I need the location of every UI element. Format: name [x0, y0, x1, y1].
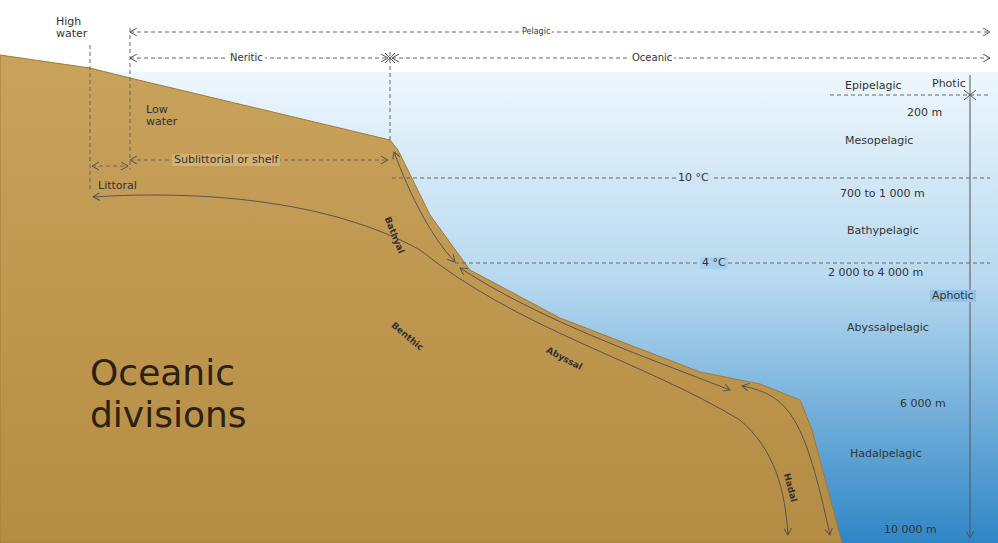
depth-value: 10 000 m	[882, 524, 939, 536]
diagram-title: Oceanic divisions	[90, 352, 350, 436]
depth-value: 700 to 1 000 m	[838, 188, 927, 200]
zone-label: Sublittorial or shelf	[172, 154, 280, 166]
water-mark-label: High water	[54, 16, 98, 40]
depth-zone-label: Mesopelagic	[843, 135, 915, 147]
depth-value: 200 m	[905, 107, 944, 119]
depth-zone-label: Hadalpelagic	[848, 448, 923, 460]
depth-zone-label: Abyssalpelagic	[845, 322, 931, 334]
temperature-label: 4 °C	[700, 257, 728, 269]
zone-label: Littoral	[96, 180, 139, 192]
depth-value: 6 000 m	[898, 398, 948, 410]
water-mark-label: Low water	[144, 104, 192, 128]
depth-value: 2 000 to 4 000 m	[826, 267, 925, 279]
temperature-label: 10 °C	[676, 172, 711, 184]
zone-label: Oceanic	[630, 52, 674, 64]
light-zone-label: Aphotic	[930, 290, 976, 302]
depth-zone-label: Epipelagic	[843, 80, 904, 92]
zone-label: Pelagic	[520, 26, 552, 38]
depth-zone-label: Bathypelagic	[845, 225, 921, 237]
zone-label: Neritic	[228, 52, 265, 64]
light-zone-label: Photic	[930, 78, 968, 90]
